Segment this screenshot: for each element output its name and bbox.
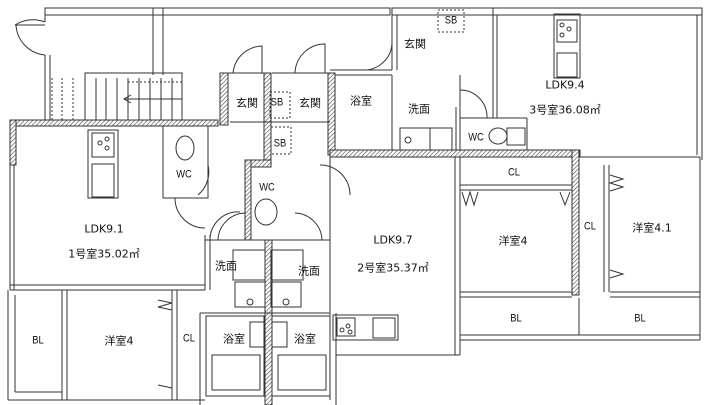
unit2-wc-label: WC xyxy=(259,181,275,194)
sb-label-2: SB xyxy=(273,137,287,150)
baths-center xyxy=(199,164,351,405)
unit1-wc-label: WC xyxy=(176,168,192,181)
unit3-sb-label: SB xyxy=(444,14,458,27)
unit3-outline xyxy=(330,7,703,160)
unit1-area-label: 1号室35.02㎡ xyxy=(68,247,140,261)
unit1-outline xyxy=(9,125,241,291)
unit1-entrance-label: 玄関 xyxy=(236,96,258,110)
unit3-area-label: 3号室36.08㎡ xyxy=(529,103,601,117)
unit3-western-room-label: 洋室4.1 xyxy=(632,221,672,235)
unit2-western-room-label: 洋室4 xyxy=(498,234,528,248)
unit2-closet-top-label: CL xyxy=(508,166,520,179)
unit3-lower xyxy=(578,156,701,340)
unit2-bath-label: 浴室 xyxy=(294,332,316,346)
unit3-bath-label: 浴室 xyxy=(350,94,372,108)
unit2-lower xyxy=(460,184,700,341)
sb-boxes xyxy=(269,9,465,155)
unit2-area-label: 2号室35.37㎡ xyxy=(357,261,429,275)
unit1-ldk-label: LDK9.1 xyxy=(84,222,124,236)
entrance-doors xyxy=(228,43,330,123)
unit1-closet-label: CL xyxy=(183,332,195,345)
unit1-washroom-label: 洗面 xyxy=(215,259,237,273)
unit2-entrance-label: 玄関 xyxy=(299,96,321,110)
unit3-closet-label: CL xyxy=(584,220,596,233)
unit3-washroom-label: 洗面 xyxy=(408,102,430,116)
top-corridor-walls xyxy=(14,7,391,121)
unit3-balcony-label: BL xyxy=(634,312,646,325)
unit2-ldk-label: LDK9.7 xyxy=(373,233,413,247)
unit1-western-room-label: 洋室4 xyxy=(104,334,134,348)
unit2-washroom-label: 洗面 xyxy=(298,264,320,278)
hatched-walls xyxy=(9,72,581,405)
unit3-wc-label: WC xyxy=(468,131,484,144)
unit3-entrance-label: 玄関 xyxy=(404,37,426,51)
unit3-ldk-label: LDK9.4 xyxy=(545,78,585,92)
unit1-lower xyxy=(7,290,205,401)
unit2-balcony-label: BL xyxy=(510,312,522,325)
sb-label-1: SB xyxy=(270,96,284,109)
unit1-bath-label: 浴室 xyxy=(223,332,245,346)
unit1-balcony-label: BL xyxy=(32,334,44,347)
